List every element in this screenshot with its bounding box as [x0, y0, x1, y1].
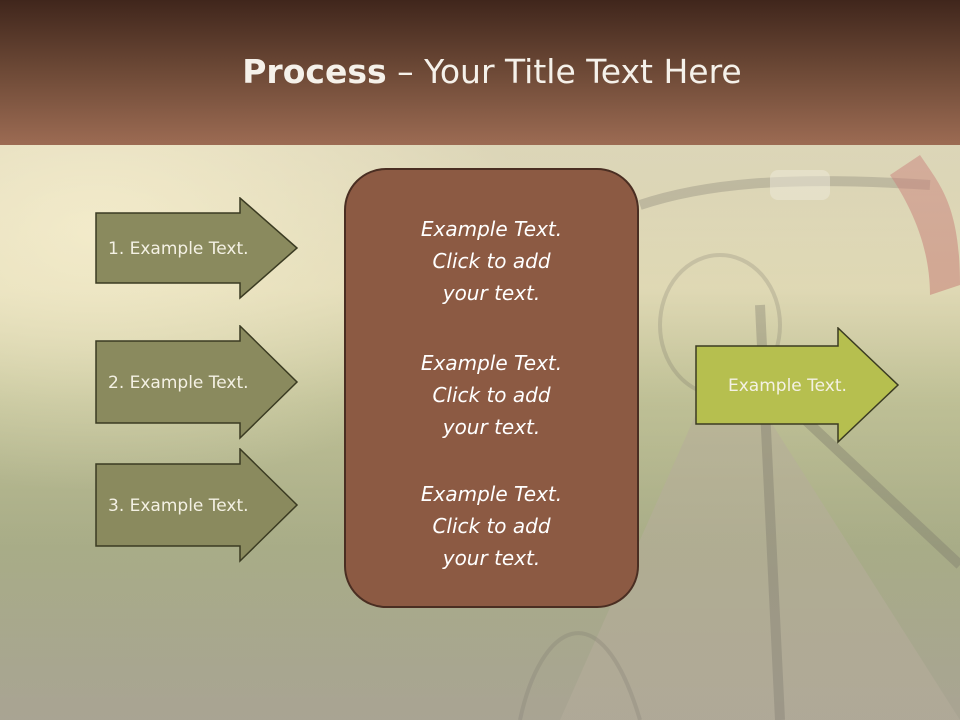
- result-arrow[interactable]: Example Text.: [695, 327, 900, 444]
- result-arrow-label: Example Text.: [728, 375, 847, 396]
- center-text-line: Example Text.: [420, 351, 563, 375]
- step-arrow-3-label: 3. Example Text.: [108, 495, 249, 516]
- step-arrow-2-label: 2. Example Text.: [108, 372, 249, 393]
- slide-title[interactable]: Process – Your Title Text Here: [0, 52, 960, 91]
- title-bold: Process: [242, 52, 387, 91]
- center-text-line: Click to add: [432, 514, 551, 538]
- arrow-shape: [695, 327, 900, 444]
- step-arrow-3[interactable]: 3. Example Text.: [95, 448, 299, 563]
- center-text-line: Click to add: [432, 383, 551, 407]
- center-text-block-3[interactable]: Example Text. Click to add your text.: [344, 478, 639, 574]
- center-text-block-2[interactable]: Example Text. Click to add your text.: [344, 347, 639, 443]
- center-content-box[interactable]: [344, 168, 639, 608]
- center-text-line: Click to add: [432, 249, 551, 273]
- center-text-block-1[interactable]: Example Text. Click to add your text.: [344, 213, 639, 309]
- center-text-line: your text.: [442, 415, 541, 439]
- step-arrow-1[interactable]: 1. Example Text.: [95, 197, 299, 300]
- center-text-line: your text.: [442, 546, 541, 570]
- step-arrow-1-label: 1. Example Text.: [108, 238, 249, 259]
- center-text-line: Example Text.: [420, 217, 563, 241]
- arrow-shape: [95, 197, 299, 300]
- step-arrow-2[interactable]: 2. Example Text.: [95, 325, 299, 440]
- title-rest: – Your Title Text Here: [386, 52, 742, 91]
- arrow-shape: [95, 325, 299, 440]
- title-bar: [0, 0, 960, 145]
- arrow-shape: [95, 448, 299, 563]
- center-text-line: Example Text.: [420, 482, 563, 506]
- center-text-line: your text.: [442, 281, 541, 305]
